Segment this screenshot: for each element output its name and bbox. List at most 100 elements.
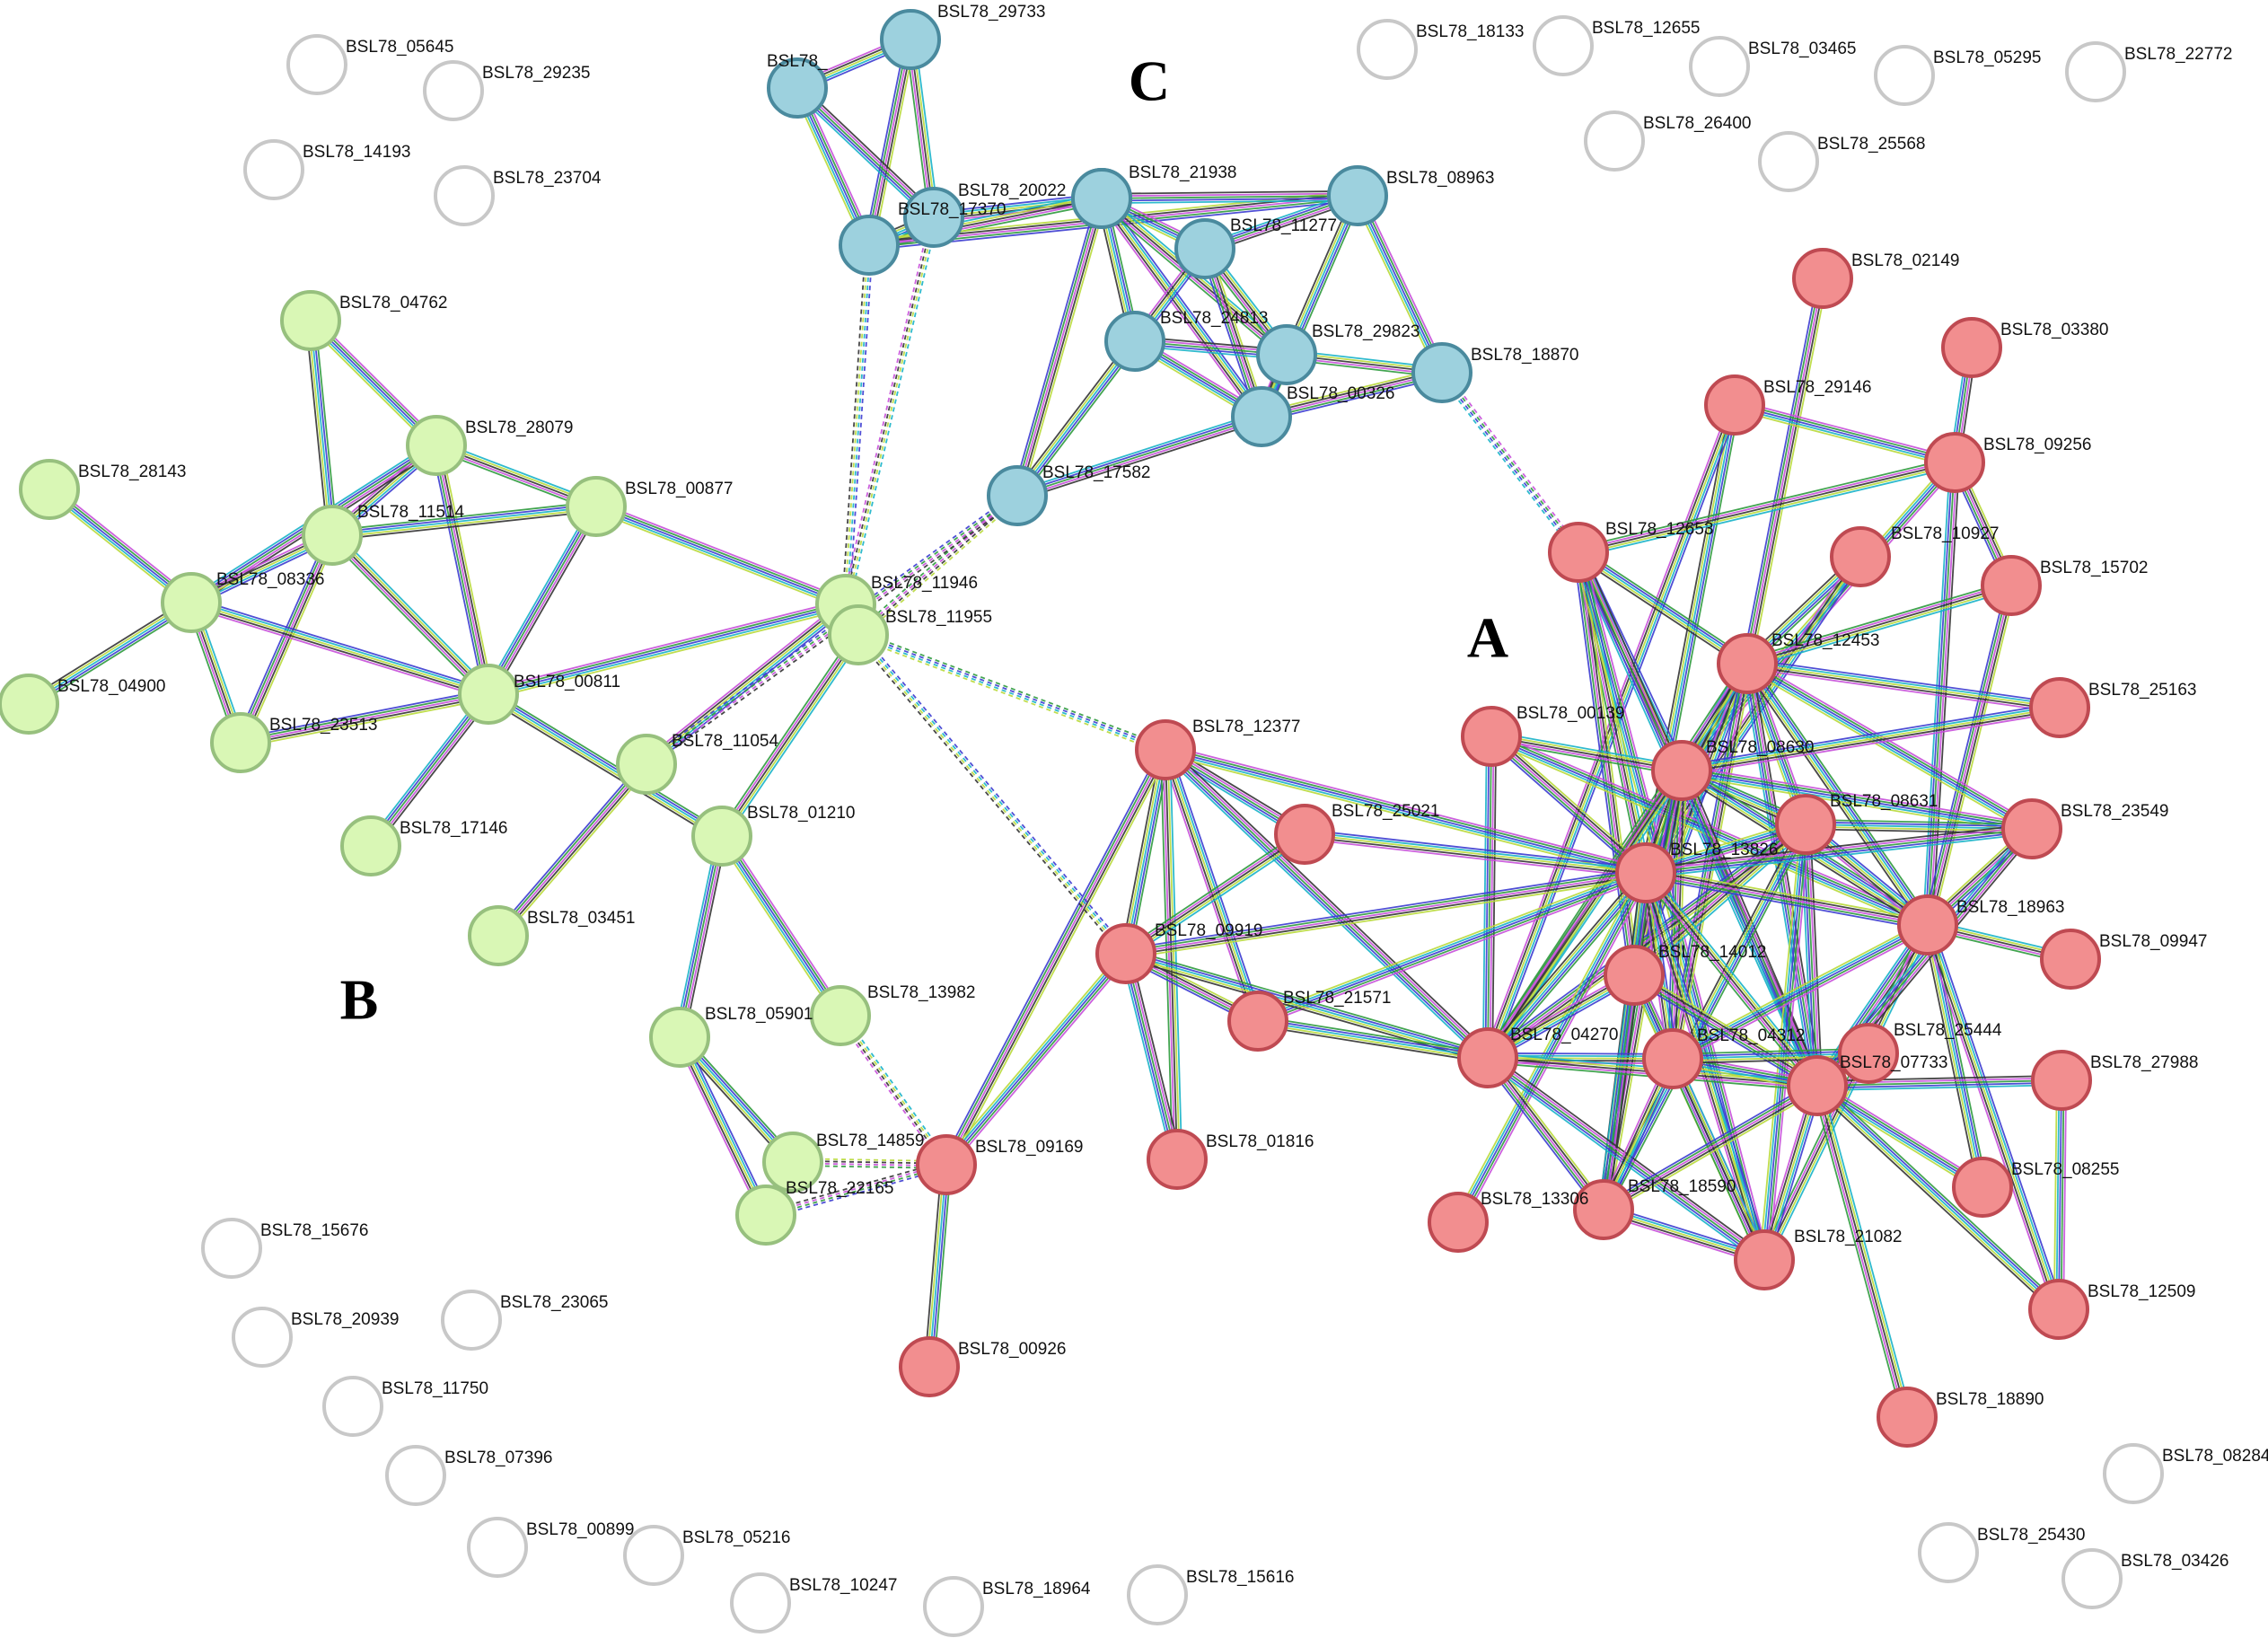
node-BSL78_04312[interactable] bbox=[1642, 1028, 1703, 1089]
node-BSL78_12453[interactable] bbox=[1717, 633, 1778, 694]
node-BSL78_C2[interactable] bbox=[839, 215, 900, 276]
node-BSL78_09169[interactable] bbox=[916, 1134, 977, 1195]
node-BSL78_21571[interactable] bbox=[1227, 991, 1288, 1052]
node-BSL78_14859[interactable] bbox=[762, 1132, 823, 1193]
node-BSL78_05645[interactable] bbox=[286, 34, 347, 95]
node-BSL78_23065[interactable] bbox=[441, 1290, 502, 1351]
node-BSL78_25568[interactable] bbox=[1758, 131, 1819, 192]
edge-BSL78_12377-BSL78_04270 bbox=[1161, 745, 1492, 1062]
node-BSL78_23549[interactable] bbox=[2001, 798, 2062, 859]
dashed-edge-BSL78_17582-BSL78_11955 bbox=[855, 492, 1021, 638]
node-BSL78_00139[interactable] bbox=[1461, 706, 1522, 767]
node-BSL78_25444[interactable] bbox=[1838, 1023, 1899, 1084]
node-BSL78_08336[interactable] bbox=[161, 572, 222, 633]
node-BSL78_05295[interactable] bbox=[1874, 45, 1935, 106]
node-BSL78_03380[interactable] bbox=[1941, 317, 2002, 378]
node-BSL78_02149[interactable] bbox=[1792, 248, 1853, 309]
node-BSL78_17370[interactable] bbox=[903, 187, 964, 248]
node-BSL78_29235[interactable] bbox=[423, 60, 484, 121]
node-BSL78_05901[interactable] bbox=[649, 1007, 710, 1068]
node-BSL78_28143[interactable] bbox=[19, 459, 80, 520]
node-BSL78_04270[interactable] bbox=[1457, 1027, 1518, 1088]
node-BSL78_22165[interactable] bbox=[735, 1184, 796, 1246]
node-BSL78_29733[interactable] bbox=[880, 9, 941, 70]
node-BSL78_12509[interactable] bbox=[2028, 1279, 2089, 1340]
node-BSL78_11277[interactable] bbox=[1174, 218, 1235, 279]
node-BSL78_03426[interactable] bbox=[2061, 1548, 2123, 1609]
node-BSL78_25163[interactable] bbox=[2029, 677, 2090, 738]
node-BSL78_11054[interactable] bbox=[616, 734, 677, 795]
edge-BSL78_09256-BSL78_12653 bbox=[1577, 457, 1956, 558]
node-BSL78_12653[interactable] bbox=[1548, 522, 1609, 583]
node-BSL78_07733[interactable] bbox=[1787, 1055, 1848, 1116]
node-BSL78_10927[interactable] bbox=[1830, 526, 1891, 587]
node-BSL78_08963[interactable] bbox=[1327, 165, 1388, 226]
node-BSL78_24813[interactable] bbox=[1104, 311, 1165, 372]
node-BSL78_18133[interactable] bbox=[1357, 19, 1418, 80]
node-BSL78_01210[interactable] bbox=[691, 806, 752, 867]
node-BSL78_C1[interactable] bbox=[767, 57, 828, 119]
node-BSL78_09919[interactable] bbox=[1095, 923, 1156, 984]
node-BSL78_18590[interactable] bbox=[1573, 1179, 1634, 1240]
node-BSL78_11955[interactable] bbox=[828, 604, 889, 665]
node-BSL78_29146[interactable] bbox=[1704, 374, 1765, 436]
node-BSL78_18963[interactable] bbox=[1897, 894, 1958, 956]
node-BSL78_17582[interactable] bbox=[987, 465, 1048, 526]
node-BSL78_00926[interactable] bbox=[899, 1336, 960, 1397]
node-BSL78_18964[interactable] bbox=[923, 1576, 984, 1637]
node-BSL78_04900[interactable] bbox=[0, 674, 59, 735]
node-BSL78_08255[interactable] bbox=[1952, 1157, 2013, 1218]
node-BSL78_13826[interactable] bbox=[1615, 842, 1676, 903]
node-BSL78_18870[interactable] bbox=[1411, 342, 1472, 403]
node-label: BSL78_23065 bbox=[500, 1293, 608, 1312]
node-BSL78_08284[interactable] bbox=[2103, 1443, 2164, 1504]
node-BSL78_23513[interactable] bbox=[210, 712, 271, 773]
node-BSL78_14012[interactable] bbox=[1604, 945, 1665, 1006]
node-BSL78_15676[interactable] bbox=[201, 1218, 262, 1279]
node-BSL78_08631[interactable] bbox=[1775, 794, 1836, 855]
node-BSL78_21082[interactable] bbox=[1734, 1229, 1795, 1290]
node-BSL78_28079[interactable] bbox=[406, 415, 467, 476]
node-BSL78_20939[interactable] bbox=[232, 1307, 293, 1368]
node-BSL78_25430[interactable] bbox=[1918, 1522, 1979, 1583]
node-BSL78_10247[interactable] bbox=[730, 1572, 791, 1634]
node-BSL78_01816[interactable] bbox=[1147, 1129, 1208, 1190]
node-BSL78_15616[interactable] bbox=[1127, 1564, 1188, 1625]
edge-BSL78_11054-BSL78_03451 bbox=[494, 761, 651, 939]
node-BSL78_11514[interactable] bbox=[302, 505, 363, 566]
node-label: BSL78_21082 bbox=[1794, 1228, 1902, 1246]
node-label: BSL78_17146 bbox=[400, 819, 507, 838]
node-BSL78_00899[interactable] bbox=[467, 1517, 528, 1578]
node-BSL78_29823[interactable] bbox=[1256, 324, 1317, 385]
node-label: BSL78_21571 bbox=[1283, 989, 1391, 1008]
node-BSL78_22772[interactable] bbox=[2065, 41, 2126, 102]
node-BSL78_17146[interactable] bbox=[340, 815, 401, 876]
node-BSL78_25021[interactable] bbox=[1274, 804, 1335, 865]
node-BSL78_09256[interactable] bbox=[1924, 432, 1985, 493]
node-BSL78_26400[interactable] bbox=[1584, 110, 1645, 172]
node-BSL78_14193[interactable] bbox=[243, 139, 304, 200]
node-label: BSL78_22165 bbox=[786, 1179, 893, 1198]
node-BSL78_12655[interactable] bbox=[1533, 15, 1594, 76]
node-BSL78_08630[interactable] bbox=[1651, 740, 1712, 801]
node-BSL78_13306[interactable] bbox=[1428, 1192, 1489, 1253]
node-BSL78_27988[interactable] bbox=[2031, 1050, 2092, 1111]
node-BSL78_03465[interactable] bbox=[1689, 36, 1750, 97]
node-label: BSL78_18590 bbox=[1628, 1177, 1736, 1196]
node-BSL78_23704[interactable] bbox=[434, 165, 495, 226]
node-BSL78_07396[interactable] bbox=[385, 1445, 446, 1506]
node-BSL78_18890[interactable] bbox=[1877, 1387, 1938, 1448]
node-BSL78_21938[interactable] bbox=[1071, 168, 1132, 229]
node-BSL78_09947[interactable] bbox=[2040, 929, 2101, 990]
node-BSL78_11750[interactable] bbox=[322, 1376, 383, 1437]
node-BSL78_12377[interactable] bbox=[1135, 719, 1196, 780]
node-BSL78_04762[interactable] bbox=[280, 290, 341, 351]
node-BSL78_00326[interactable] bbox=[1231, 386, 1292, 447]
node-BSL78_00877[interactable] bbox=[566, 476, 627, 537]
node-BSL78_15702[interactable] bbox=[1981, 555, 2042, 616]
node-BSL78_03451[interactable] bbox=[468, 905, 529, 966]
node-BSL78_13982[interactable] bbox=[810, 985, 871, 1046]
node-BSL78_00811[interactable] bbox=[458, 664, 519, 725]
node-label: BSL78_25163 bbox=[2088, 681, 2196, 700]
node-BSL78_05216[interactable] bbox=[623, 1525, 684, 1586]
